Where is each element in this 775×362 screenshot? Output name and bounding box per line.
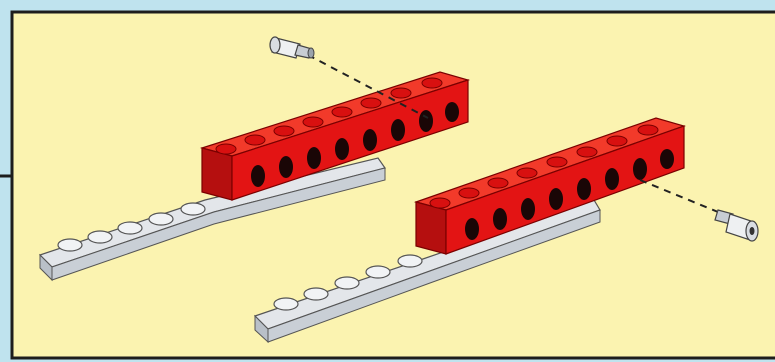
panel-background (12, 12, 775, 358)
